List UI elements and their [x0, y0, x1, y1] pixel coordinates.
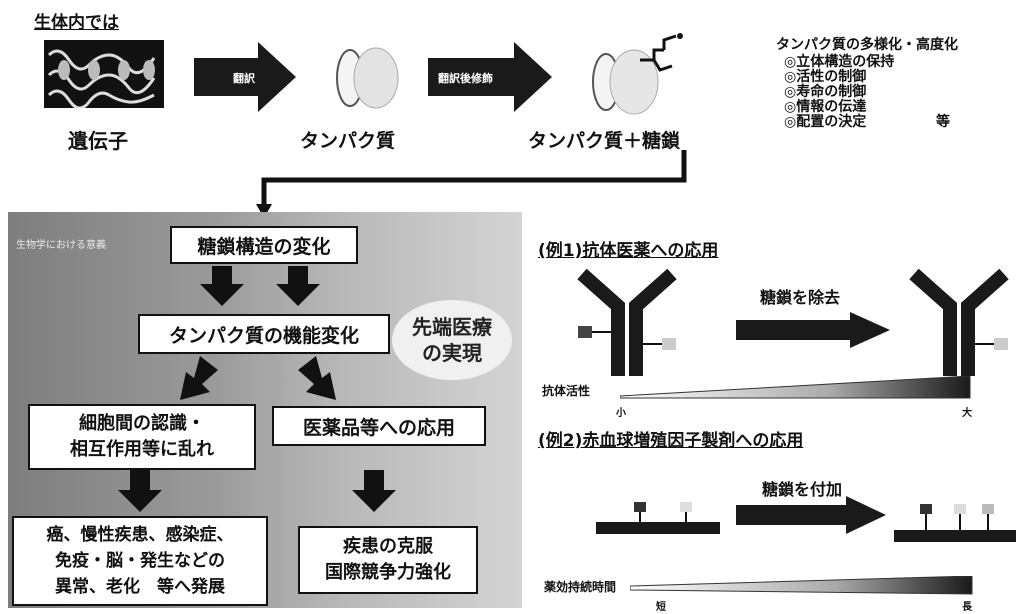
disease-line: 癌、慢性疾患、感染症、: [46, 525, 234, 545]
gene-image: [44, 40, 164, 108]
cell-disorder-box: 細胞間の認識・ 相互作用等に乱れ: [28, 404, 256, 470]
down-arrow: [200, 266, 244, 306]
diversity-item: ◎寿命の制御: [784, 84, 867, 100]
diversity-title: タンパク質の多様化・高度化: [776, 37, 958, 53]
gene-label: 遺伝子: [68, 129, 128, 153]
down-arrow: [276, 266, 320, 306]
section-title: 生体内では: [34, 13, 119, 33]
example2-title: (例2)赤血球増殖因子製剤への応用: [538, 431, 804, 451]
function-change-box: タンパク質の機能変化: [138, 314, 390, 354]
glycoprotein-label: タンパク質＋糖鎖: [528, 130, 681, 152]
ptm-arrow: [428, 42, 552, 112]
disease-line: 免疫・脳・発生などの: [55, 551, 225, 571]
disease-list-box: 癌、慢性疾患、感染症、 免疫・脳・発生などの 異常、老化 等へ発展: [12, 516, 268, 606]
example1-scale-wedge: [620, 376, 971, 399]
connector-line: [256, 150, 687, 218]
epo-glycosylated-image: [894, 504, 1016, 542]
diagonal-arrow: [298, 356, 336, 400]
translation-arrow: [194, 42, 296, 112]
advanced-medicine-oval: 先端医療 の実現: [392, 300, 512, 380]
antibody-with-sugar-image: [577, 268, 677, 376]
example2-scale-wedge: [630, 576, 973, 595]
diversity-item: ◎配置の決定 等: [784, 114, 950, 130]
disease-line: 異常、老化 等へ発展: [55, 577, 225, 597]
example1-title: (例1)抗体医薬への応用: [538, 241, 719, 261]
translation-label: 翻訳: [233, 72, 255, 85]
panel-label: 生物学における意義: [16, 240, 106, 251]
antibody-without-sugar-image: [909, 268, 1009, 376]
overcome-box: 疾患の克服 国際競争力強化: [298, 526, 478, 594]
protein-label: タンパク質: [300, 130, 396, 152]
example2-high: 長: [962, 602, 972, 613]
example1-action: 糖鎖を除去: [760, 288, 841, 307]
change-title-box: 糖鎖構造の変化: [170, 226, 358, 264]
down-arrow: [352, 470, 396, 512]
example1-low: 小: [616, 408, 626, 419]
example1-scale-label: 抗体活性: [542, 384, 591, 398]
diversity-list: タンパク質の多様化・高度化 ◎立体構造の保持 ◎活性の制御 ◎寿命の制御 ◎情報…: [776, 38, 1006, 130]
overcome-line: 国際競争力強化: [325, 562, 451, 583]
diversity-item: ◎立体構造の保持: [784, 54, 895, 70]
advanced-medicine-line: 先端医療: [412, 315, 492, 339]
epo-native-image: [596, 502, 720, 534]
down-arrow: [118, 470, 162, 512]
example2-scale-label: 薬効持続時間: [544, 580, 617, 594]
cell-disorder-line: 細胞間の認識・: [79, 413, 205, 434]
example2-action: 糖鎖を付加: [762, 480, 843, 499]
drug-application-box: 医薬品等への応用: [272, 406, 486, 446]
example1-arrow: [736, 312, 890, 348]
diversity-etc: 等: [936, 114, 950, 130]
example1-high: 大: [962, 408, 972, 419]
cell-disorder-line: 相互作用等に乱れ: [70, 439, 214, 460]
example2-low: 短: [656, 602, 666, 613]
protein-image: [336, 47, 399, 109]
diversity-item: ◎情報の伝達: [784, 99, 867, 115]
overcome-line: 疾患の克服: [343, 536, 433, 557]
diagonal-arrow: [180, 356, 218, 400]
advanced-medicine-line: の実現: [422, 341, 482, 365]
example2-arrow: [736, 496, 886, 534]
ptm-label: 翻訳後修飾: [438, 72, 493, 85]
diversity-item: ◎活性の制御: [784, 69, 867, 85]
glycoprotein-image: [592, 33, 683, 115]
